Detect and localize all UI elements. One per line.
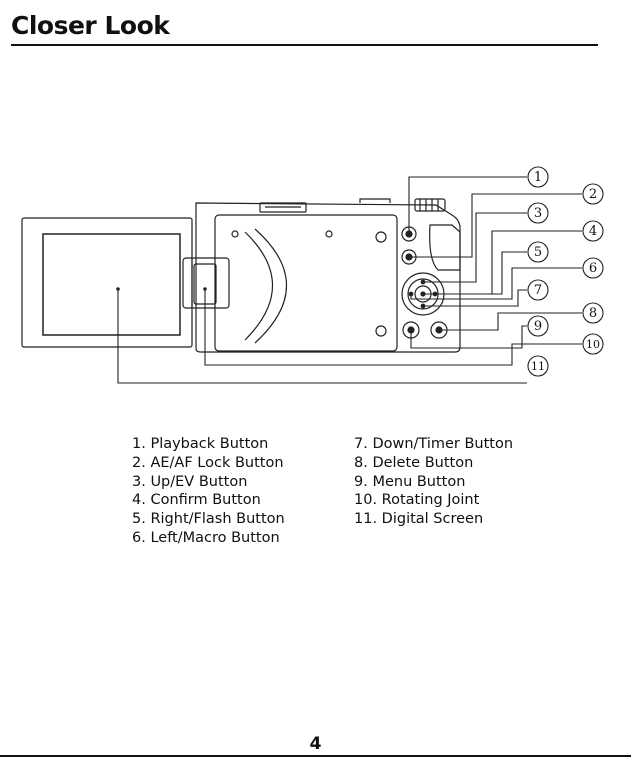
legend-item-playback: 1. Playback Button [132,435,285,454]
svg-text:1: 1 [534,170,542,185]
rotating-joint-hinge [183,258,229,308]
legend-item-menu: 9. Menu Button [354,473,513,492]
rotating-joint-dot [203,287,207,291]
svg-text:3: 3 [534,206,542,221]
callout-6: 6 [583,258,603,278]
digital-screen-dot [116,287,120,291]
camera-body [196,199,460,352]
svg-text:8: 8 [589,306,597,321]
callout-3: 3 [528,203,548,223]
legend-item-up-ev: 3. Up/EV Button [132,473,285,492]
svg-text:5: 5 [534,245,542,260]
flip-screen-panel [22,218,192,347]
callout-5: 5 [528,242,548,262]
legend-item-confirm: 4. Confirm Button [132,491,285,510]
callout-10: 10 [583,334,603,354]
callout-8: 8 [583,303,603,323]
page-title: Closer Look [11,9,169,43]
legend-item-digital-screen: 11. Digital Screen [354,510,513,529]
parts-legend-right: 7. Down/Timer Button 8. Delete Button 9.… [354,435,513,529]
callout-11: 11 [528,356,548,376]
svg-text:4: 4 [589,224,597,239]
legend-item-ae-af-lock: 2. AE/AF Lock Button [132,454,285,473]
svg-text:6: 6 [589,261,597,276]
callout-9: 9 [528,316,548,336]
legend-item-down-timer: 7. Down/Timer Button [354,435,513,454]
callout-1: 1 [528,167,548,187]
parts-legend-left: 1. Playback Button 2. AE/AF Lock Button … [132,435,285,548]
svg-text:11: 11 [531,360,545,373]
camera-diagram: 1 2 3 4 5 6 7 8 9 10 11 [0,160,631,400]
callout-2: 2 [583,184,603,204]
legend-item-right-flash: 5. Right/Flash Button [132,510,285,529]
legend-item-rotating-joint: 10. Rotating Joint [354,491,513,510]
callout-4: 4 [583,221,603,241]
page-number: 4 [0,733,631,755]
legend-item-left-macro: 6. Left/Macro Button [132,529,285,548]
title-divider [11,44,598,46]
callout-7: 7 [528,280,548,300]
svg-text:2: 2 [589,187,597,202]
svg-text:7: 7 [534,283,542,298]
svg-text:10: 10 [586,338,600,351]
svg-text:9: 9 [534,319,542,334]
legend-item-delete: 8. Delete Button [354,454,513,473]
